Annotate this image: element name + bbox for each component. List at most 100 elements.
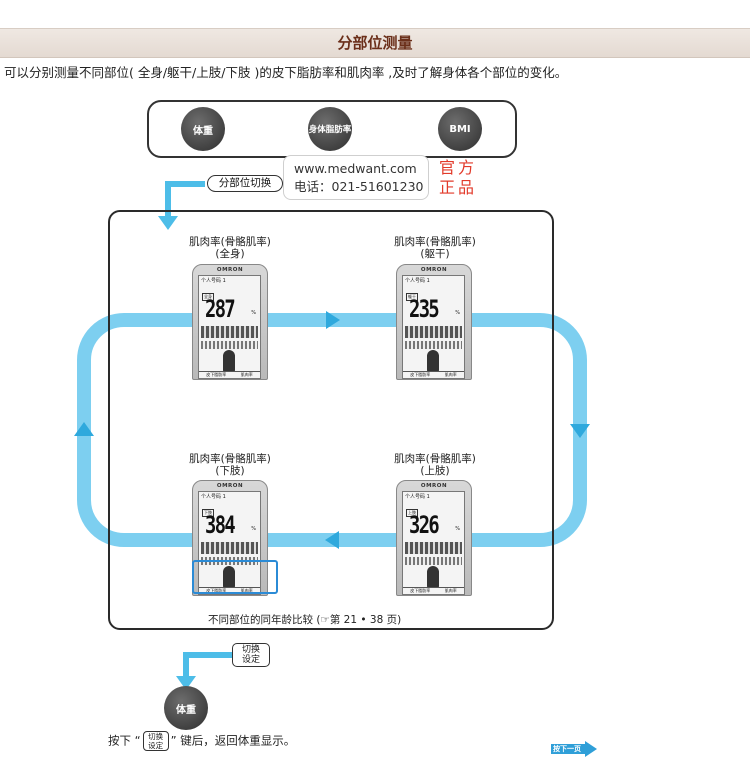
device-footer: 皮下脂肪率 肌肉率 <box>403 371 464 378</box>
watermark-site: www.medwant.com <box>294 161 417 176</box>
reading-value: 287 <box>205 295 236 323</box>
caption-legs: 肌肉率(骨骼肌率) (下肢) <box>170 453 290 477</box>
device-screen: 个人号码 1 上肢 326 % 皮下脂肪率 肌肉率 <box>402 491 465 595</box>
cycle-frame <box>108 210 554 630</box>
user-number: 个人号码 1 <box>201 494 226 500</box>
brand-logo: OMRON <box>420 267 448 273</box>
inline-key-line1: 切换 <box>148 732 164 741</box>
age-compare-note: 不同部位的同年龄比较 (☞第 21 • 38 页) <box>208 614 402 626</box>
region-switch-label[interactable]: 分部位切换 <box>207 175 283 192</box>
region-tag: 下肢 <box>202 509 214 517</box>
caption-whole-body: 肌肉率(骨骼肌率) (全身) <box>170 236 290 260</box>
stamp-line2: 正品 <box>439 178 478 197</box>
device-footer: 皮下脂肪率 肌肉率 <box>199 371 260 378</box>
instruction-prefix: 按下 “ <box>108 733 141 748</box>
button-panel: 体重 身体脂肪率 BMI <box>147 100 517 158</box>
unit-label: % <box>251 526 256 532</box>
foot-right-label: 肌肉率 <box>240 372 253 377</box>
foot-left-label: 皮下脂肪率 <box>206 588 227 593</box>
caption-trunk: 肌肉率(骨骼肌率) (躯干) <box>375 236 495 260</box>
caption-line: (躯干) <box>420 248 450 260</box>
unit-label: % <box>251 310 256 316</box>
user-number: 个人号码 1 <box>405 494 430 500</box>
unit-label: % <box>455 526 460 532</box>
foot-right-label: 肌肉率 <box>444 372 457 377</box>
reading-value: 384 <box>205 511 236 539</box>
level-bars <box>405 326 462 338</box>
body-figure-icon <box>223 566 235 588</box>
body-figure-icon <box>427 350 439 372</box>
arrow-right <box>326 311 340 329</box>
device-whole-body: OMRON 个人号码 1 全身 287 % 皮下脂肪率 肌肉率 <box>192 264 268 380</box>
level-bars-secondary <box>405 341 462 349</box>
brand-logo: OMRON <box>216 483 244 489</box>
next-page-arrow-icon <box>551 741 597 757</box>
exit-arrow <box>183 652 232 678</box>
next-page-button[interactable]: 按下一页 <box>551 741 597 757</box>
age-compare-highlight <box>192 560 278 594</box>
region-tag: 上肢 <box>406 509 418 517</box>
body-figure-icon <box>223 350 235 372</box>
switch-set-line1: 切换 <box>241 645 260 655</box>
body-fat-mode-button[interactable]: 身体脂肪率 <box>308 107 352 151</box>
caption-line: (下肢) <box>215 465 245 477</box>
arrow-up <box>74 422 94 436</box>
level-bars <box>405 542 462 554</box>
device-arms: OMRON 个人号码 1 上肢 326 % 皮下脂肪率 肌肉率 <box>396 480 472 596</box>
intro-text: 可以分别测量不同部位( 全身/躯干/上肢/下肢 )的皮下脂肪率和肌肉率 ,及时了… <box>4 65 568 80</box>
exit-arrow-head <box>176 676 196 690</box>
foot-left-label: 皮下脂肪率 <box>410 372 431 377</box>
foot-right-label: 肌肉率 <box>240 588 253 593</box>
caption-arms: 肌肉率(骨骼肌率) (上肢) <box>375 453 495 477</box>
caption-line: (上肢) <box>420 465 450 477</box>
foot-left-label: 皮下脂肪率 <box>206 372 227 377</box>
watermark-box: www.medwant.com 电话：021-51601230 <box>283 155 429 200</box>
instruction-suffix: ” 键后，返回体重显示。 <box>170 733 296 748</box>
level-bars <box>201 326 258 338</box>
device-footer: 皮下脂肪率 肌肉率 <box>199 587 260 594</box>
next-page-label: 按下一页 <box>553 745 581 753</box>
caption-line: 肌肉率(骨骼肌率) <box>394 453 476 465</box>
reading-value: 326 <box>409 511 440 539</box>
watermark-phone: 电话：021-51601230 <box>294 179 424 194</box>
entry-arrow-head <box>158 216 178 230</box>
caption-line: (全身) <box>215 248 245 260</box>
caption-line: 肌肉率(骨骼肌率) <box>189 453 271 465</box>
return-instruction: 按下 “切换设定” 键后，返回体重显示。 <box>108 731 295 751</box>
device-footer: 皮下脂肪率 肌肉率 <box>403 587 464 594</box>
device-legs: OMRON 个人号码 1 下肢 384 % 皮下脂肪率 肌肉率 <box>192 480 268 596</box>
foot-left-label: 皮下脂肪率 <box>410 588 431 593</box>
region-tag: 躯干 <box>406 293 418 301</box>
region-tag: 全身 <box>202 293 214 301</box>
user-number: 个人号码 1 <box>201 278 226 284</box>
device-screen: 个人号码 1 全身 287 % 皮下脂肪率 肌肉率 <box>198 275 261 379</box>
switch-set-button[interactable]: 切换 设定 <box>232 643 270 667</box>
device-trunk: OMRON 个人号码 1 躯干 235 % 皮下脂肪率 肌肉率 <box>396 264 472 380</box>
inline-switch-key: 切换设定 <box>142 731 169 751</box>
user-number: 个人号码 1 <box>405 278 430 284</box>
level-bars <box>201 542 258 554</box>
inline-key-line2: 设定 <box>148 740 164 750</box>
weight-return-button[interactable]: 体重 <box>164 686 208 730</box>
weight-mode-button[interactable]: 体重 <box>181 107 225 151</box>
reading-value: 235 <box>409 295 440 323</box>
level-bars-secondary <box>405 557 462 565</box>
foot-right-label: 肌肉率 <box>444 588 457 593</box>
caption-line: 肌肉率(骨骼肌率) <box>394 236 476 248</box>
arrow-down <box>570 424 590 438</box>
unit-label: % <box>455 310 460 316</box>
switch-set-line2: 设定 <box>241 655 260 665</box>
brand-logo: OMRON <box>420 483 448 489</box>
brand-logo: OMRON <box>216 267 244 273</box>
official-stamp: 官方 正品 <box>439 158 477 198</box>
entry-arrow <box>165 181 205 218</box>
section-header: 分部位测量 <box>0 28 750 58</box>
caption-line: 肌肉率(骨骼肌率) <box>189 236 271 248</box>
arrow-left <box>325 531 339 549</box>
stamp-line1: 官方 <box>439 158 478 177</box>
bmi-mode-button[interactable]: BMI <box>438 107 482 151</box>
device-screen: 个人号码 1 下肢 384 % 皮下脂肪率 肌肉率 <box>198 491 261 595</box>
body-figure-icon <box>427 566 439 588</box>
level-bars-secondary <box>201 341 258 349</box>
